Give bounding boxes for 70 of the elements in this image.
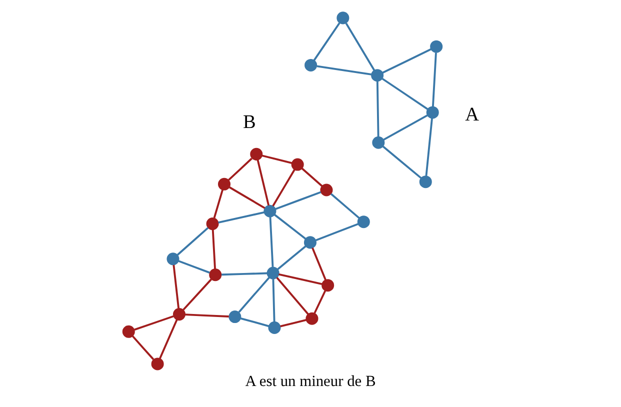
node-circle	[122, 325, 135, 338]
node-circle	[264, 204, 276, 218]
node-circle	[151, 358, 164, 370]
connector	[222, 272, 268, 276]
connector	[330, 193, 360, 219]
connector	[313, 22, 340, 61]
connector	[269, 216, 274, 267]
connector	[176, 227, 209, 256]
connector	[276, 276, 309, 315]
node-circle	[218, 178, 230, 190]
node-circle	[291, 158, 304, 171]
node-circle	[266, 266, 280, 280]
node-circle	[172, 308, 186, 321]
connector	[238, 276, 270, 313]
node-circle	[419, 176, 432, 188]
connector	[316, 223, 358, 242]
connector	[312, 248, 326, 280]
connector	[345, 22, 376, 71]
connector	[228, 158, 252, 181]
node-circle	[426, 106, 439, 119]
connector	[213, 190, 224, 218]
node-circle	[371, 69, 384, 82]
connector	[134, 315, 174, 331]
connector	[425, 118, 433, 176]
node-circle	[166, 252, 180, 266]
node-circle	[357, 216, 370, 228]
connector	[274, 214, 306, 240]
connector	[383, 114, 428, 141]
connector	[301, 168, 323, 187]
node-circle	[268, 321, 281, 334]
connector	[314, 290, 326, 314]
label: B	[242, 112, 256, 134]
connector	[382, 48, 432, 74]
connector	[228, 186, 266, 209]
connector	[172, 264, 180, 308]
node-circle	[228, 310, 242, 324]
caption: A est un mineur de B	[245, 372, 376, 390]
label: A	[465, 104, 480, 126]
connector	[376, 82, 380, 137]
node-circle	[320, 184, 333, 196]
connector	[272, 279, 276, 322]
connector	[158, 319, 178, 360]
connector	[256, 160, 270, 206]
node-circle	[336, 12, 350, 24]
connector	[280, 319, 306, 328]
node-circle	[304, 236, 316, 249]
connector	[218, 211, 264, 224]
node-circle	[209, 268, 222, 282]
connector	[262, 154, 292, 164]
node-circle	[306, 312, 318, 325]
connector	[277, 245, 306, 270]
node-circle	[304, 58, 318, 72]
connector	[278, 273, 322, 285]
connector	[132, 336, 154, 360]
connector	[240, 317, 270, 328]
connector	[185, 314, 229, 318]
connector	[272, 169, 296, 206]
node-circle	[430, 40, 443, 53]
connector	[212, 230, 216, 270]
connector	[275, 191, 322, 210]
node-circle	[250, 148, 263, 160]
connector	[382, 78, 428, 110]
connector	[382, 146, 422, 179]
connector	[182, 278, 212, 310]
connector	[316, 65, 372, 76]
connector	[178, 260, 210, 274]
connector	[432, 52, 437, 107]
node-circle	[206, 218, 219, 230]
node-circle	[372, 136, 385, 149]
node-circle	[322, 279, 334, 292]
